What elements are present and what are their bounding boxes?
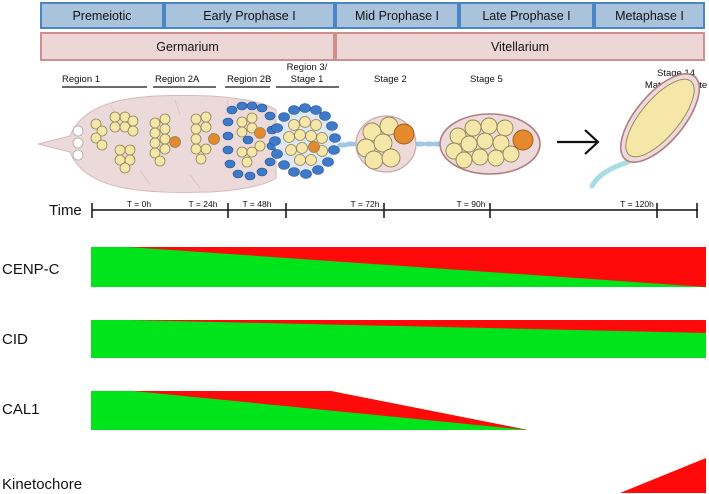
egg-chamber-stage5 (439, 113, 541, 175)
row-cenpc: CENP-C (2, 247, 706, 287)
region-bar: Germarium Vitellarium (40, 32, 705, 61)
germline-stem-cells (72, 125, 84, 161)
cyst-region2a-2 (190, 111, 220, 165)
label-kinetochore: Kinetochore (2, 476, 82, 493)
cenpc-red (128, 247, 706, 287)
germarium (37, 94, 277, 193)
region-germarium: Germarium (40, 32, 335, 61)
tick-t0: T = 0h (127, 199, 151, 209)
label-cenpc: CENP-C (2, 261, 60, 278)
label-region1: Region 1 (62, 74, 100, 85)
label-cid: CID (2, 331, 28, 348)
stage-late-prophase: Late Prophase I (459, 2, 594, 29)
mature-oocyte (589, 73, 701, 189)
meiosis-stage-bar: Premeiotic Early Prophase I Mid Prophase… (40, 2, 705, 29)
cal1-red (133, 391, 528, 430)
label-region3-line1: Region 3/ (287, 62, 328, 73)
timeline: Time T = 0h T = 24h T = 48h T = 72h T = … (49, 199, 698, 219)
row-kinetochore: Kinetochore (2, 458, 706, 493)
label-region2b: Region 2B (227, 74, 271, 85)
timeline-label: Time (49, 202, 82, 219)
cal1-green (91, 391, 528, 430)
cyst-region2a-1 (149, 113, 181, 167)
tick-t24: T = 24h (189, 199, 218, 209)
kinetochore-red (620, 458, 706, 493)
tick-t120: T = 120h (620, 199, 654, 209)
label-stage5: Stage 5 (470, 74, 503, 85)
stage-mid-prophase: Mid Prophase I (335, 2, 459, 29)
cystoblasts (90, 111, 139, 174)
progression-arrow (557, 129, 600, 155)
stage-early-prophase: Early Prophase I (164, 2, 335, 29)
label-cal1: CAL1 (2, 401, 40, 418)
stage-metaphase: Metaphase I (594, 2, 705, 29)
label-region2a: Region 2A (155, 74, 200, 85)
row-cal1: CAL1 (2, 391, 528, 430)
region-vitellarium: Vitellarium (335, 32, 705, 61)
tick-t72: T = 72h (351, 199, 380, 209)
egg-chamber-stage2 (355, 115, 417, 173)
egg-chamber-stage1 (269, 103, 341, 179)
stage-premeiotic: Premeiotic (40, 2, 164, 29)
label-stage14-line1: Stage 14 (657, 68, 695, 79)
label-region3-line2: Stage 1 (291, 74, 324, 85)
tick-t48: T = 48h (243, 199, 272, 209)
row-cid: CID (2, 320, 706, 358)
cid-red (130, 320, 706, 333)
tick-t90: T = 90h (457, 199, 486, 209)
label-stage2: Stage 2 (374, 74, 407, 85)
